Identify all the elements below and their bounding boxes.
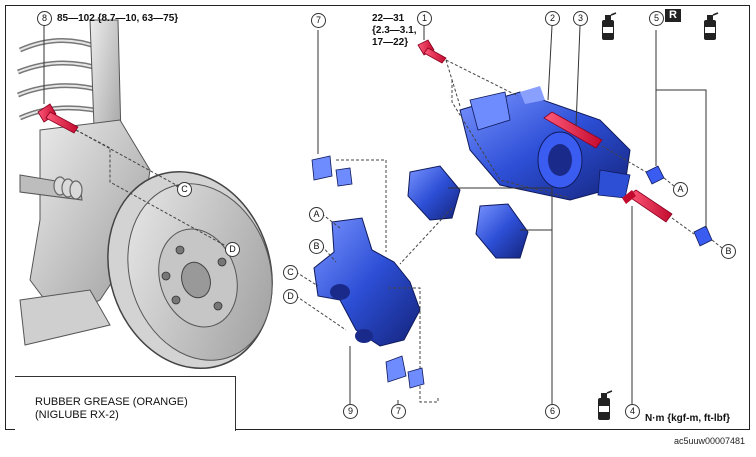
caliper-body-2 [459,86,631,201]
ref-letter-a-bracket: A [309,207,324,222]
leader-lines-bracket [295,159,439,403]
suspension-assembly [17,19,273,370]
callout-6: 6 [545,404,560,419]
callout-3: 3 [573,11,588,26]
grease-legend-text: RUBBER GREASE (ORANGE) (NIGLUBE RX-2) [35,396,188,422]
ref-letter-b-bracket: B [309,239,324,254]
brake-pads-6 [407,165,529,259]
figure-frame [5,5,750,430]
caliper-bolt-1 [417,39,447,64]
torque-label-bolt-1-line-2: {2.3—3.1, [372,25,417,36]
torque-label-bolt-1-line-1: 22—31 [372,13,405,24]
torque-label-bolt-1-line-3: 17—22} [372,37,409,48]
grease-type-badge: R [665,9,681,22]
caliper-bracket-bolt-8 [37,103,79,134]
callout-4: 4 [625,404,640,419]
ref-letter-d-bracket: D [283,289,298,304]
leader-5 [655,30,707,228]
legend-line-2: (NIGLUBE RX-2) [35,409,119,421]
figure-code: ac5uuw00007481 [674,436,746,446]
grease-legend [15,376,236,431]
pad-clip-7-top [311,155,353,187]
leader-lines-right [445,59,723,249]
torque-unit-label: N·m {kgf-m, ft-lbf} [645,413,730,424]
guide-pin-3 [543,111,603,149]
callout-8: 8 [37,11,52,26]
hub-center [181,261,211,299]
ref-letter-a-boot: A [673,182,688,197]
legend-line-1: RUBBER GREASE (ORANGE) [35,396,188,408]
torque-label-bolt-8: 85—102 {8.7—10, 63—75} [57,13,179,24]
caliper-mounting-bracket-9 [313,217,421,347]
callout-7-top: 7 [311,13,326,28]
ref-letter-b-boot: B [721,244,736,259]
callout-5: 5 [649,11,664,26]
pad-clip-7-bottom [385,355,425,389]
ref-letter-c-bracket: C [283,265,298,280]
ref-letter-d-disc: D [225,242,240,257]
callout-9: 9 [343,404,358,419]
leader-6 [448,187,553,404]
ref-letter-c-disc: C [177,182,192,197]
callout-7-bottom: 7 [391,404,406,419]
guide-pin-4 [622,189,673,223]
callout-1: 1 [417,11,432,26]
wheel-studs [161,245,227,311]
lower-arm [19,289,111,346]
callout-2: 2 [545,11,560,26]
